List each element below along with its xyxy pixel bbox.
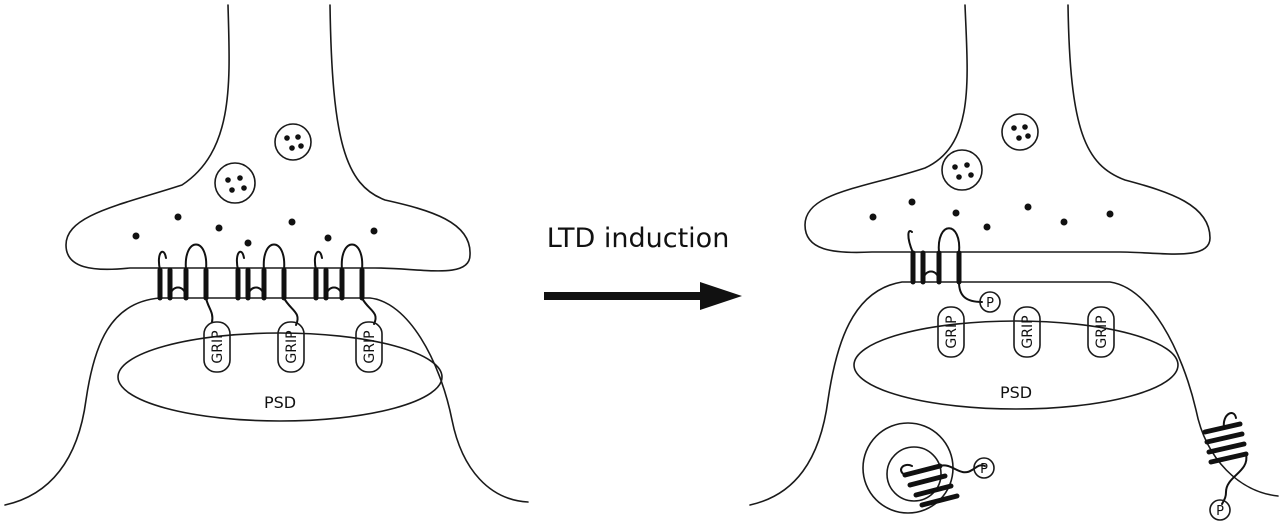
grip-protein: GRIP — [937, 306, 965, 358]
grip-protein: GRIP — [277, 321, 305, 373]
extrasynaptic-ampa-receptor — [1202, 412, 1249, 505]
neurotransmitter-dots — [132, 213, 378, 247]
svg-text:GRIP: GRIP — [362, 330, 378, 363]
svg-text:P: P — [986, 296, 994, 311]
docking-vesicle — [214, 162, 256, 204]
synaptic-vesicle — [1001, 113, 1039, 151]
grip-protein: GRIP — [1087, 306, 1115, 358]
grip-protein: GRIP — [203, 321, 231, 373]
ltd-induction-label: LTD induction — [547, 223, 730, 254]
ampa-receptor — [235, 243, 299, 326]
psd-label: PSD — [1000, 383, 1032, 402]
arrow-head — [700, 282, 742, 310]
internalized-ampa-receptor — [900, 463, 986, 508]
phosphate-group: P — [973, 457, 995, 479]
ampa-receptor — [907, 227, 983, 303]
transition-arrow: LTD induction — [544, 223, 742, 310]
grip-protein: GRIP — [1013, 306, 1041, 358]
psd-ellipse — [117, 332, 443, 422]
arrow-shaft — [544, 292, 704, 300]
presynaptic-terminal-outline — [65, 4, 471, 272]
psd-label: PSD — [264, 393, 296, 412]
neurotransmitter-dots — [869, 198, 1114, 231]
svg-text:GRIP: GRIP — [284, 330, 300, 363]
grip-protein: GRIP — [355, 321, 383, 373]
svg-text:P: P — [1216, 504, 1224, 519]
synapse-before: PSD GRIP GRIP GRIP — [4, 4, 529, 506]
phosphate-group: P — [1209, 499, 1231, 521]
svg-text:GRIP: GRIP — [1094, 315, 1110, 348]
psd-ellipse — [853, 320, 1179, 410]
phosphate-group: P — [979, 291, 1001, 313]
svg-text:GRIP: GRIP — [944, 315, 960, 348]
presynaptic-terminal-outline — [804, 4, 1211, 255]
svg-text:P: P — [980, 462, 988, 477]
ampa-receptor — [157, 243, 214, 323]
synaptic-vesicle — [274, 123, 312, 161]
svg-text:GRIP: GRIP — [210, 330, 226, 363]
svg-text:GRIP: GRIP — [1020, 315, 1036, 348]
synapse-after: P PSD GRIP GRIP GRIP — [749, 4, 1279, 521]
ampa-receptor — [313, 243, 377, 325]
docking-vesicle — [941, 149, 983, 191]
